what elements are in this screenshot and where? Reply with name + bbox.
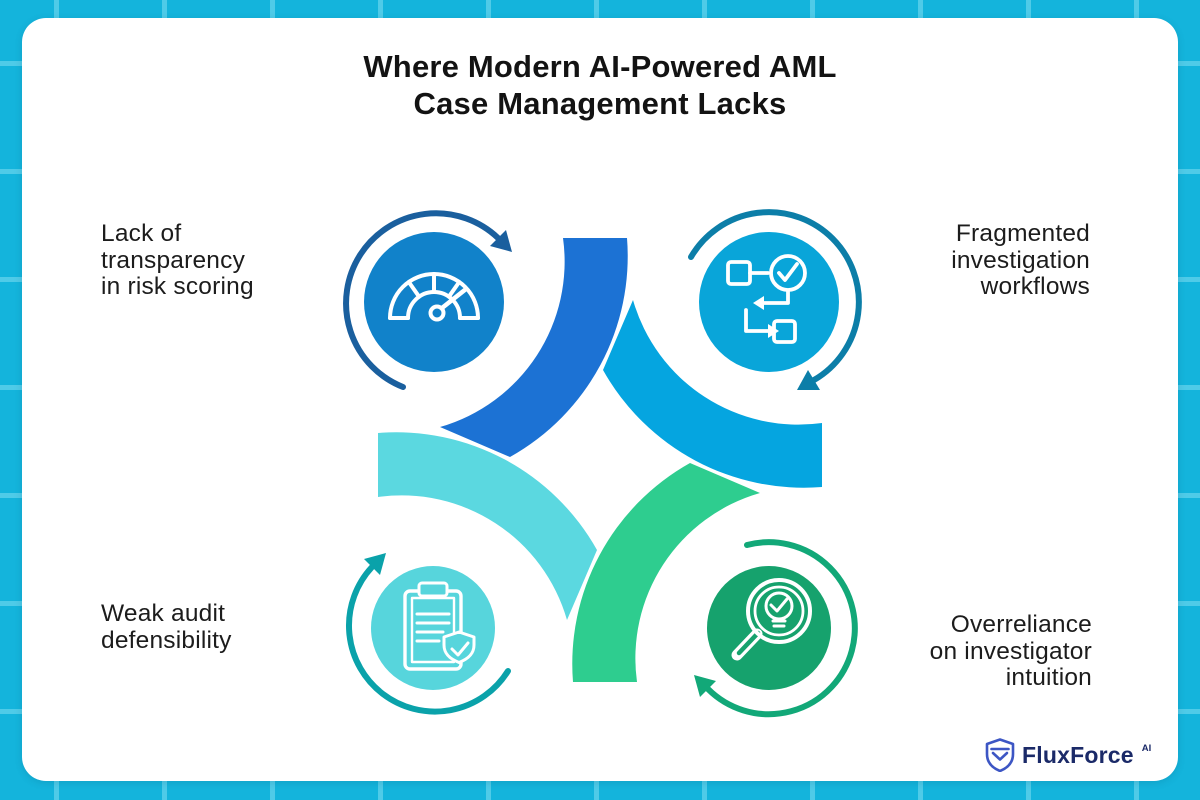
cycle-arrow-arc — [346, 564, 511, 715]
icon-circle — [364, 232, 504, 372]
clipboard-shield-icon — [403, 581, 476, 671]
cycle-arrow-arc — [705, 539, 858, 718]
quadrant-top-right — [688, 209, 862, 390]
swoosh-bottom — [572, 463, 760, 682]
swoosh-left — [378, 432, 597, 620]
magnifier-lightbulb-icon — [731, 578, 812, 661]
quadrant-bottom-left — [346, 553, 511, 715]
center-pinwheel — [378, 238, 822, 682]
cycle-arrowhead — [694, 675, 716, 697]
brand-logo: FluxForce AI — [985, 735, 1152, 775]
quadrant-top-left — [343, 210, 512, 390]
fluxforce-shield-icon — [985, 738, 1015, 772]
workflow-check-icon — [726, 254, 807, 344]
cycle-arrowhead — [364, 553, 386, 575]
cycle-arrowhead — [797, 370, 820, 390]
cycle-arrowhead — [490, 230, 512, 252]
swoosh-top — [440, 238, 628, 457]
cycle-arrow-arc — [688, 209, 862, 383]
gauge-icon — [388, 272, 480, 322]
quadrant-bottom-right — [694, 539, 858, 718]
brand-superscript: AI — [1141, 742, 1152, 754]
swoosh-right — [603, 300, 822, 488]
icon-circle — [707, 566, 831, 690]
brand-name: FluxForce — [1022, 741, 1134, 768]
cycle-arrow-arc — [343, 210, 501, 390]
